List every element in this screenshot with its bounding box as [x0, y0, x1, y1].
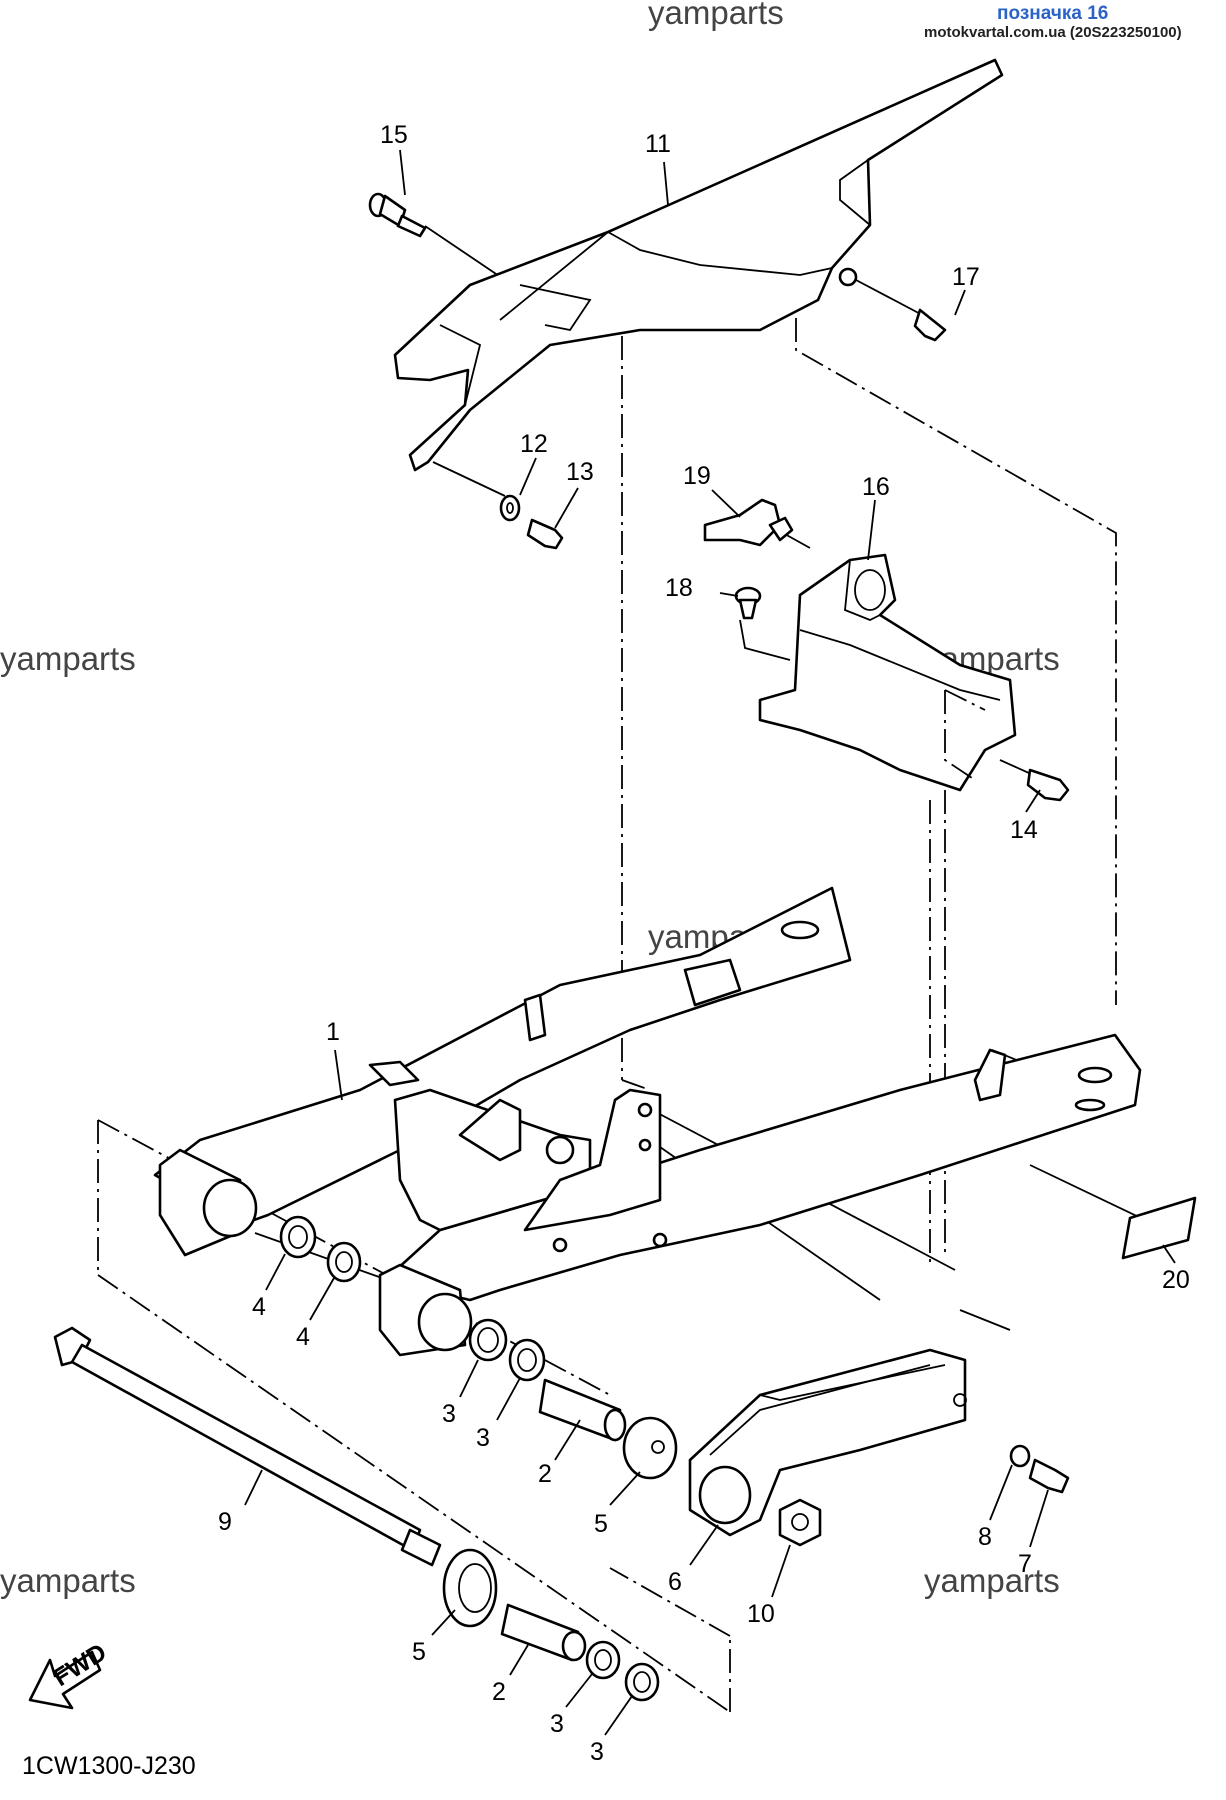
fwd-arrow-icon: FWD: [28, 1638, 111, 1710]
callout-3c: 3: [550, 1710, 564, 1738]
clamp-19[interactable]: [703, 498, 794, 547]
bearing-4b[interactable]: [326, 1241, 362, 1283]
callout-12: 12: [520, 430, 548, 458]
thrust-cover-5a[interactable]: [622, 1416, 678, 1480]
callout-3a: 3: [442, 1400, 456, 1428]
label-link[interactable]: позначка 16: [997, 3, 1109, 24]
callout-2a: 2: [538, 1460, 552, 1488]
callout-3d: 3: [590, 1738, 604, 1766]
callout-1: 1: [326, 1018, 340, 1046]
callout-11: 11: [645, 130, 671, 158]
bolt-15[interactable]: [368, 192, 427, 238]
watermark: yamparts: [0, 640, 136, 677]
swingarm-part[interactable]: [153, 886, 1142, 1357]
callout-2b: 2: [492, 1678, 506, 1706]
callout-17: 17: [952, 263, 980, 291]
callout-5a: 5: [594, 1510, 608, 1538]
protector-bracket-part[interactable]: [758, 553, 1017, 792]
callout-20: 20: [1162, 1266, 1190, 1294]
chain-case-part[interactable]: [393, 58, 1004, 472]
nut-10[interactable]: [778, 1498, 822, 1547]
collar-3c[interactable]: [585, 1640, 621, 1680]
seal-20[interactable]: [1121, 1196, 1197, 1260]
collar-3a[interactable]: [468, 1318, 508, 1362]
callout-6: 6: [668, 1568, 682, 1596]
thrust-cover-5b[interactable]: [442, 1548, 498, 1628]
bolt-7[interactable]: [1028, 1458, 1070, 1494]
spacer-2b[interactable]: [500, 1603, 587, 1662]
callout-labels: 15 11 17 12 13 19 16 18 14 1 20 4 4 3 3 …: [218, 121, 1190, 1766]
callout-5b: 5: [412, 1638, 426, 1666]
washer-8[interactable]: [1009, 1444, 1031, 1468]
callout-7: 7: [1018, 1550, 1032, 1578]
callout-15: 15: [380, 121, 408, 149]
watermark: yamparts: [0, 1562, 136, 1599]
callout-3b: 3: [476, 1424, 490, 1452]
callout-4a: 4: [252, 1293, 266, 1321]
spacer-2a[interactable]: [538, 1378, 627, 1442]
bearing-4a[interactable]: [279, 1215, 317, 1259]
washer-12[interactable]: [499, 494, 521, 522]
callout-18: 18: [665, 574, 693, 602]
bolt-17[interactable]: [913, 308, 947, 342]
callout-14: 14: [1010, 816, 1038, 844]
collar-3b[interactable]: [508, 1338, 546, 1382]
watermark-top: yamparts: [648, 0, 784, 31]
rivet-18[interactable]: [734, 586, 762, 620]
site-text: motokvartal.com.ua (20S223250100): [924, 24, 1182, 41]
callout-4b: 4: [296, 1323, 310, 1351]
callout-8: 8: [978, 1523, 992, 1551]
callout-13: 13: [566, 458, 594, 486]
diagram-code: 1CW1300-J230: [22, 1752, 196, 1780]
callout-10: 10: [747, 1600, 775, 1628]
callout-16: 16: [862, 473, 890, 501]
callout-19: 19: [683, 462, 711, 490]
bolt-13[interactable]: [526, 518, 564, 550]
collar-3d[interactable]: [624, 1662, 660, 1702]
pivot-shaft-part[interactable]: [53, 1326, 442, 1567]
callout-9: 9: [218, 1508, 232, 1536]
watermark: yamparts: [924, 1562, 1060, 1599]
chain-puller-part[interactable]: [688, 1348, 967, 1537]
bolt-14[interactable]: [1026, 768, 1070, 802]
callout-leaders: [244, 149, 1176, 1736]
